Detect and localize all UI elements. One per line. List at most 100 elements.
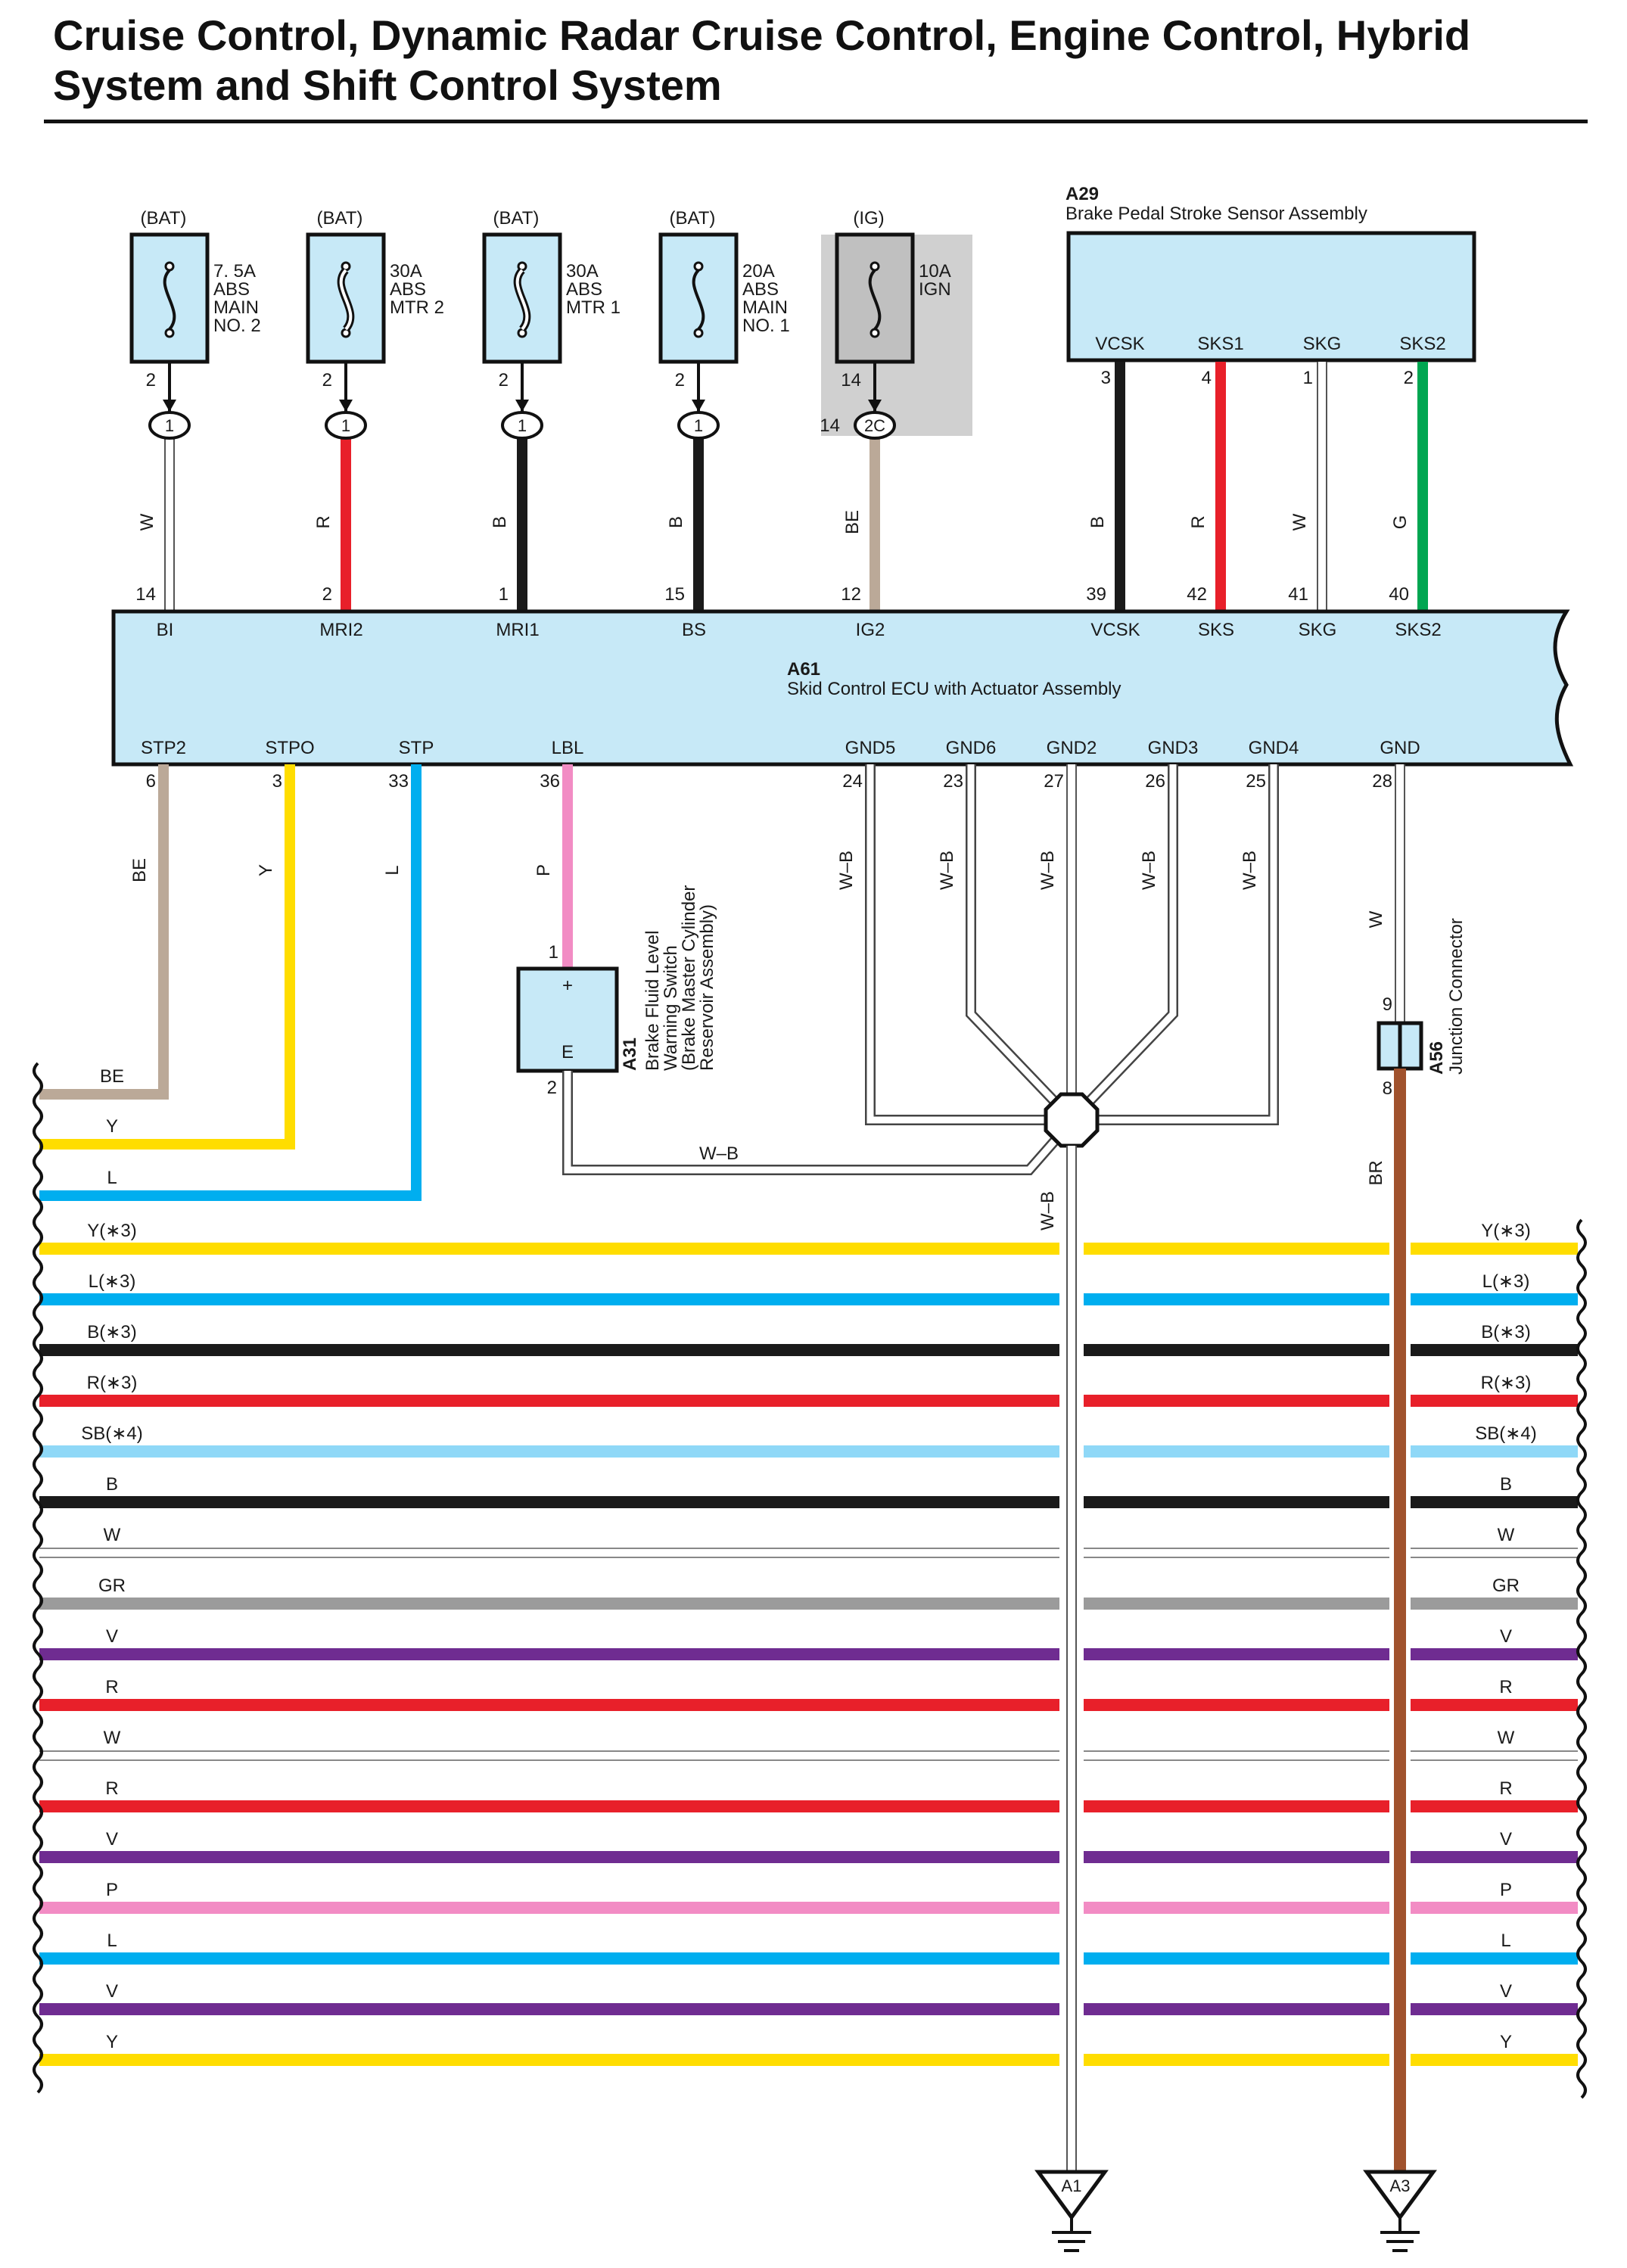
wire-color-label: W–B bbox=[836, 851, 857, 890]
bus-left-label: L bbox=[107, 1930, 117, 1951]
a31-terminal-label: E bbox=[562, 1042, 574, 1062]
connector-arrow-icon bbox=[163, 400, 176, 412]
wire-color-label: B bbox=[490, 516, 510, 528]
fuse-element bbox=[692, 269, 705, 331]
fusible-link-core bbox=[515, 269, 529, 331]
bus-left-label: W bbox=[104, 1728, 121, 1748]
fuse-supply-label: (BAT) bbox=[493, 208, 540, 229]
wire-a31-e bbox=[564, 1071, 1059, 1174]
fuse-rating-label: MAIN bbox=[213, 297, 259, 318]
a31-name-line: Reservoir Assembly) bbox=[697, 904, 717, 1071]
wire-color-label: P bbox=[534, 864, 554, 876]
junction-connector bbox=[677, 411, 720, 440]
bus-left-label: R bbox=[105, 1677, 118, 1697]
wire-color-label: BE bbox=[129, 858, 150, 882]
fuse-icon-end bbox=[693, 328, 704, 338]
a29-terminal-label: SKS2 bbox=[1399, 334, 1445, 354]
splice-point-icon bbox=[1044, 1092, 1100, 1148]
fuse-pin-number: 14 bbox=[820, 415, 840, 436]
wire-color-label: W bbox=[137, 513, 157, 530]
ecu-bottom-terminal: GND6 bbox=[946, 738, 997, 758]
fuse-rating-label: 30A bbox=[566, 261, 599, 282]
fuse-rating-label: MTR 1 bbox=[566, 297, 621, 318]
a29-pin-number: 1 bbox=[1303, 368, 1313, 388]
ecu-pin-number: 1 bbox=[499, 584, 509, 605]
a31-name-line: Brake Fluid Level bbox=[642, 931, 663, 1071]
fuse-rating-label: MAIN bbox=[742, 297, 788, 318]
bus-right-label: V bbox=[1500, 1981, 1512, 2002]
wire-color-label: W–B bbox=[1240, 851, 1260, 890]
junction-connector bbox=[501, 411, 543, 440]
ecu-bottom-terminal: GND bbox=[1380, 738, 1420, 758]
ecu-terminal-label: IG2 bbox=[856, 620, 885, 640]
ecu-bottom-pin: 25 bbox=[1246, 771, 1266, 792]
bus-right-label: B bbox=[1500, 1474, 1512, 1495]
bus-right-label: L(∗3) bbox=[1482, 1271, 1530, 1292]
bus-right-label: R bbox=[1499, 1677, 1512, 1697]
wire-color-label: R bbox=[1188, 515, 1209, 528]
fuse-rating-label: 30A bbox=[390, 261, 422, 282]
a31-name-line: Warning Switch bbox=[661, 945, 681, 1071]
junction-connector bbox=[854, 411, 896, 440]
a31-pin-number: 2 bbox=[547, 1078, 557, 1098]
a31-box bbox=[516, 966, 619, 1073]
ecu-box bbox=[111, 609, 1574, 767]
a56-code: A56 bbox=[1426, 1041, 1447, 1075]
wire-color-label: BE bbox=[842, 510, 863, 534]
a29-box bbox=[1066, 231, 1476, 362]
ecu-bottom-terminal: GND4 bbox=[1249, 738, 1299, 758]
bus-left-label: V bbox=[106, 1626, 118, 1647]
bus-right-label: L bbox=[1501, 1930, 1510, 1951]
ecu-terminal-label: VCSK bbox=[1090, 620, 1140, 640]
fuse-rating-label: 7. 5A bbox=[213, 261, 256, 282]
ecu-terminal-label: BI bbox=[157, 620, 174, 640]
ecu-bottom-pin: 28 bbox=[1372, 771, 1392, 792]
a29-code: A29 bbox=[1065, 184, 1099, 204]
a29-pin-number: 3 bbox=[1101, 368, 1111, 388]
bus-right-label: P bbox=[1500, 1880, 1512, 1900]
fuse-pin-number: 2 bbox=[322, 370, 332, 390]
fusible-link-core bbox=[339, 269, 353, 331]
bus-right-label: W bbox=[1498, 1728, 1515, 1748]
bus-right-label: V bbox=[1500, 1829, 1512, 1850]
wire-gnd6 bbox=[967, 764, 1057, 1104]
ecu-pin-number: 39 bbox=[1086, 584, 1106, 605]
a56-pin-number: 9 bbox=[1383, 994, 1392, 1015]
a29-terminal-label: VCSK bbox=[1095, 334, 1144, 354]
bus-left-label: R bbox=[105, 1778, 118, 1799]
connector-arrow-icon bbox=[868, 400, 882, 412]
wire-color-label: BR bbox=[1366, 1160, 1386, 1185]
a29-terminal-label: SKG bbox=[1303, 334, 1342, 354]
fuse-pin-number: 2 bbox=[675, 370, 685, 390]
left-wavy-edge bbox=[33, 1062, 43, 2094]
fuse-supply-label: (BAT) bbox=[141, 208, 187, 229]
ecu-terminal-label: BS bbox=[682, 620, 706, 640]
a29-pin-number: 4 bbox=[1202, 368, 1212, 388]
wire-gnd3 bbox=[1087, 764, 1177, 1104]
bus-left-label: Y bbox=[106, 2032, 118, 2052]
junction-connector-label: 2C bbox=[864, 416, 885, 435]
fuse-rating-label: 10A bbox=[919, 261, 951, 282]
fuse-icon bbox=[164, 261, 175, 272]
bus-right-label: B(∗3) bbox=[1481, 1322, 1530, 1342]
ecu-pin-number: 40 bbox=[1389, 584, 1409, 605]
fuse-rating-label: ABS bbox=[390, 279, 426, 300]
ecu-bottom-terminal: GND5 bbox=[845, 738, 896, 758]
bus-left-label: W bbox=[104, 1525, 121, 1545]
fuse-rating-label: ABS bbox=[213, 279, 250, 300]
ecu-bottom-pin: 27 bbox=[1044, 771, 1064, 792]
ecu-bottom-pin: 6 bbox=[146, 771, 156, 792]
ground-icon bbox=[1034, 2170, 1109, 2221]
wire-color-label: B bbox=[666, 516, 686, 528]
bus-right-label: Y bbox=[1500, 2032, 1512, 2052]
ecu-bottom-pin: 24 bbox=[842, 771, 863, 792]
bus-right-label: W bbox=[1498, 1525, 1515, 1545]
connector-arrow-icon bbox=[515, 400, 529, 412]
bus-left-label: R(∗3) bbox=[87, 1373, 138, 1393]
fuse-pin-number: 14 bbox=[841, 370, 861, 390]
wire-color-label: W–B bbox=[1139, 851, 1159, 890]
ground-label: A1 bbox=[1062, 2176, 1082, 2195]
fuse-rating-label: IGN bbox=[919, 279, 951, 300]
bus-left-label: Y(∗3) bbox=[87, 1221, 136, 1241]
